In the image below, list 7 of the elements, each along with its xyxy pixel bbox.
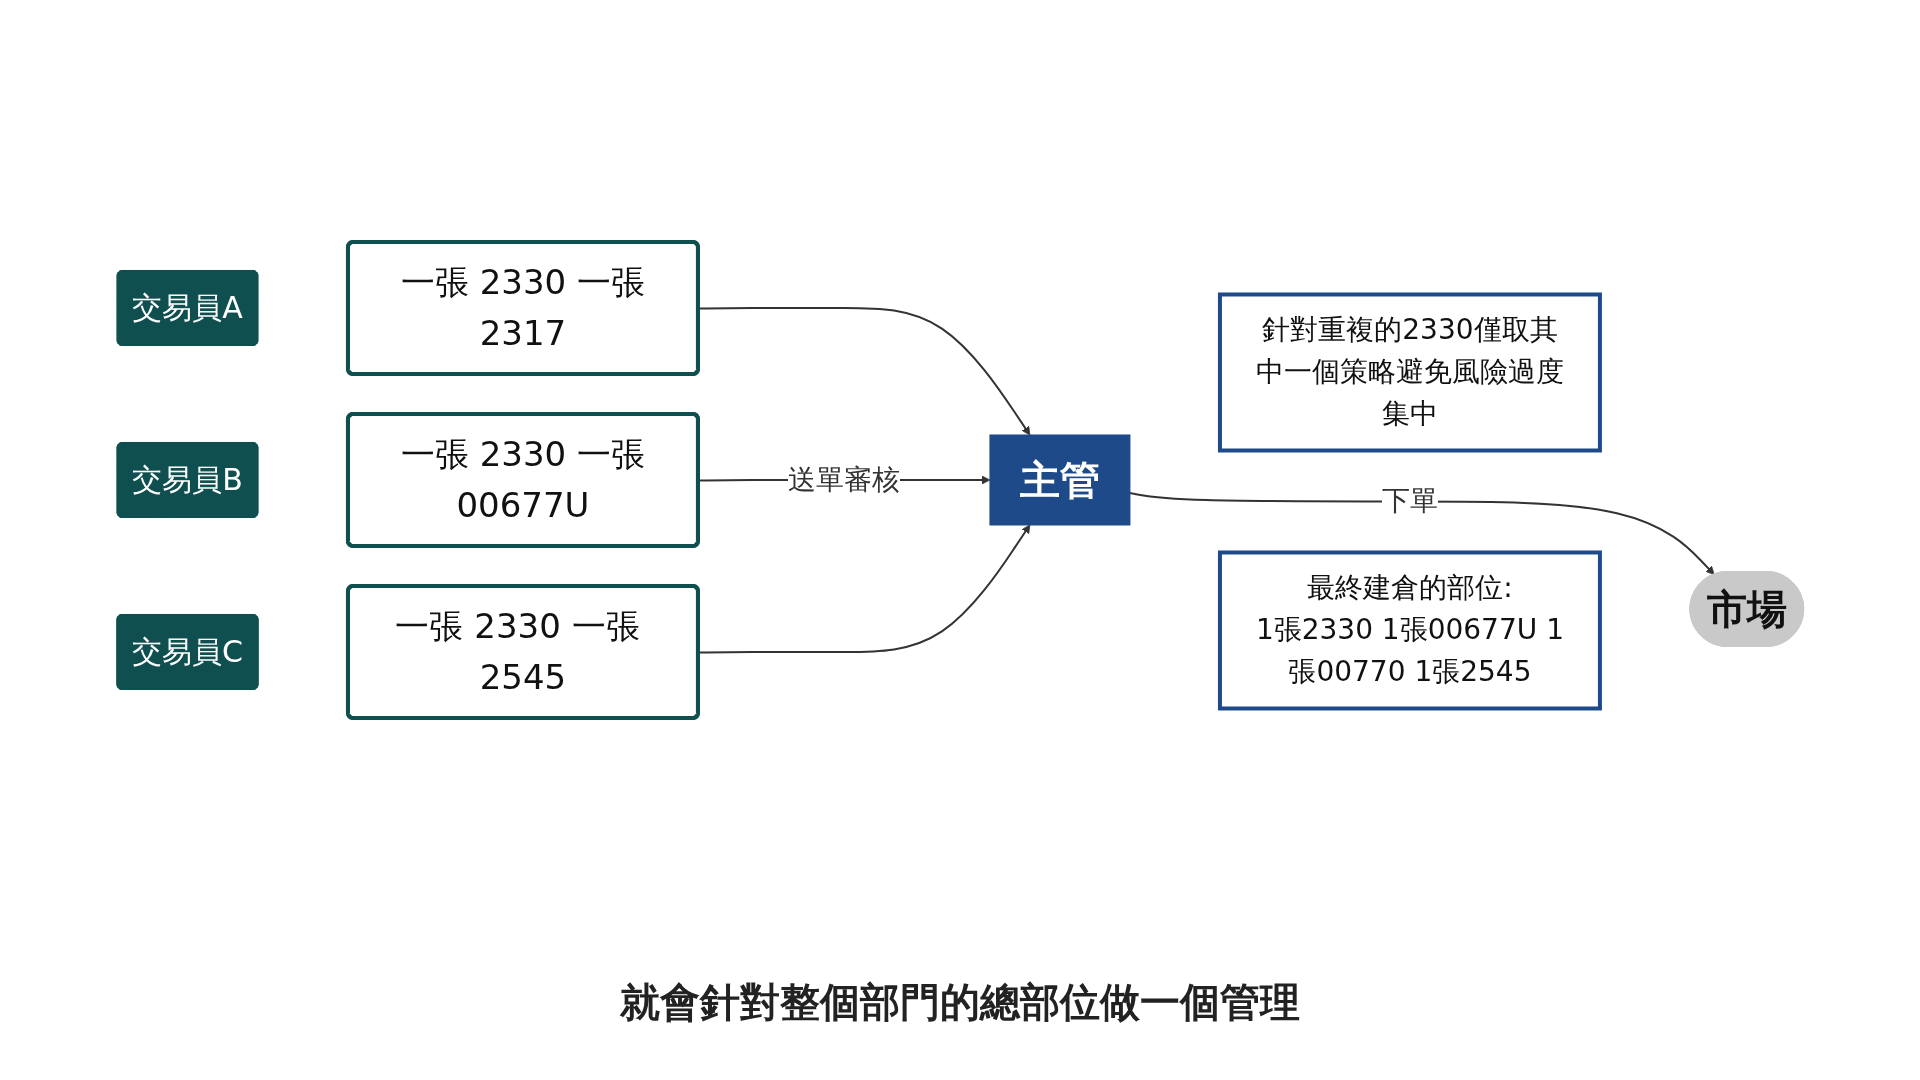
arrow	[1128, 492, 1715, 575]
edge-label: 下單	[1381, 484, 1438, 518]
subtitle-caption: 就會針對整個部門的總部位做一個管理	[619, 978, 1301, 1027]
node-box: 針對重複的2330僅取其中一個策略避免風險過度集中	[1217, 292, 1602, 453]
node-box: 主管	[989, 434, 1131, 526]
node-box: 最終建倉的部位: 1張2330 1張00677U 1張00770 1張2545	[1217, 550, 1602, 711]
edge-label: 送單審核	[787, 462, 900, 496]
